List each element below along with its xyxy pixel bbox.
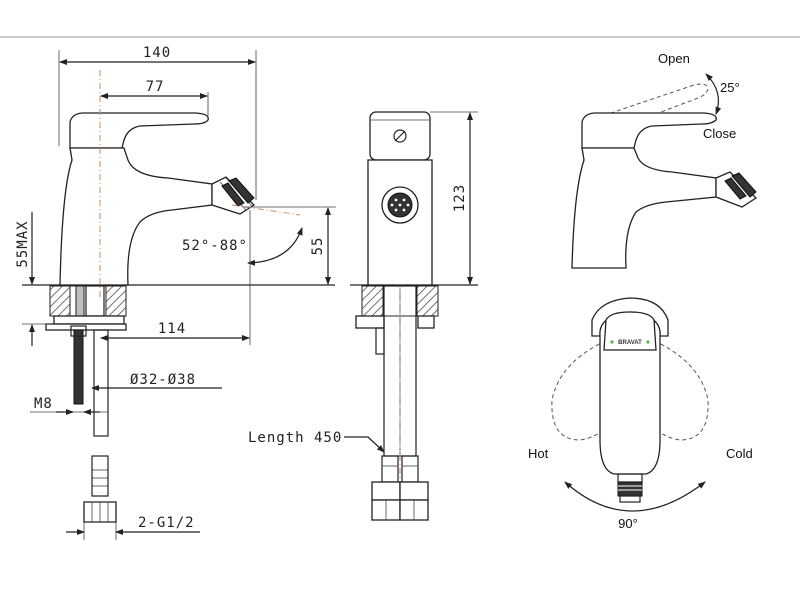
dim-total-height: 123	[452, 184, 468, 212]
front-view: 123 Length 450	[248, 111, 478, 521]
dim-spout-height: 55	[310, 237, 326, 256]
side-view: 140 77 55 55MAX 52°-88° 114 Ø32-Ø38 M8	[15, 45, 336, 540]
dim-spout-angle: 52°-88°	[182, 238, 248, 254]
dim-hose-length: Length 450	[248, 430, 342, 446]
lever-rotation-view: Open 25° Close	[571, 51, 758, 269]
dim-hose-thread: 2-G1/2	[138, 515, 195, 531]
brand-logo-text: BRAVAT	[618, 340, 642, 346]
dim-spout-reach: 114	[158, 321, 186, 337]
dim-lever-length: 77	[146, 79, 165, 95]
label-cold: Cold	[726, 446, 753, 461]
label-open: Open	[658, 51, 690, 66]
dim-max-deck-thickness: 55MAX	[15, 220, 31, 267]
dim-hole-diameter: Ø32-Ø38	[130, 372, 196, 388]
label-hot: Hot	[528, 446, 549, 461]
label-lever-angle: 25°	[720, 80, 740, 95]
label-swivel-angle: 90°	[618, 516, 638, 531]
top-swivel-view: BRAVAT Hot Cold 90°	[528, 297, 753, 531]
dim-overall-length: 140	[143, 45, 171, 61]
aerator-nozzle	[211, 176, 256, 215]
label-close: Close	[703, 126, 736, 141]
dim-stud-thread: M8	[34, 396, 53, 412]
